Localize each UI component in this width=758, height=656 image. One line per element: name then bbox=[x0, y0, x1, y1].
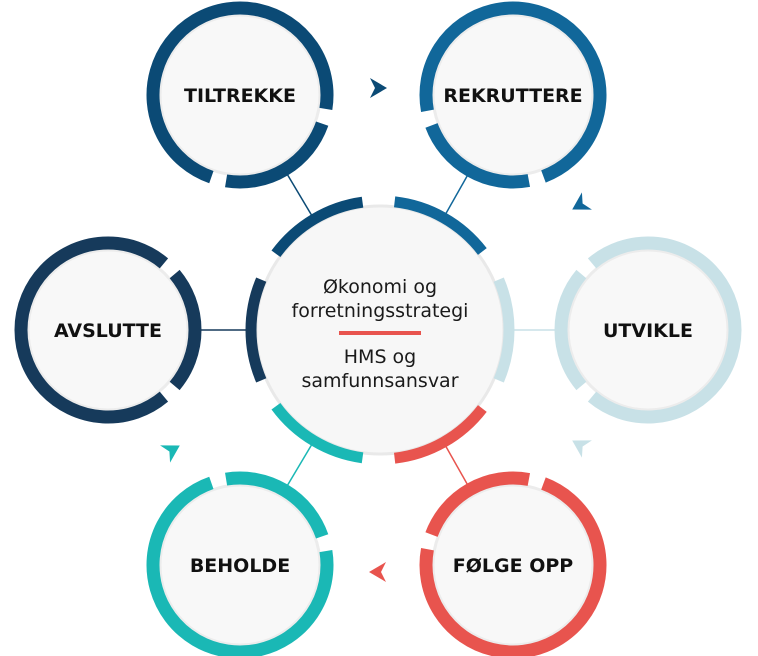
stage-tiltrekke[interactable]: TILTREKKE bbox=[146, 1, 334, 189]
center-arc-rekruttere bbox=[393, 196, 487, 255]
center-divider bbox=[339, 331, 421, 335]
flow-arrow-icon bbox=[572, 440, 592, 458]
flow-arrow-icon bbox=[369, 562, 386, 582]
stage-label: BEHOLDE bbox=[190, 555, 290, 577]
flow-arrow-icon bbox=[572, 192, 592, 210]
stage-ring-segment bbox=[225, 471, 329, 539]
stage-ring bbox=[146, 1, 334, 184]
stage-label: TILTREKKE bbox=[184, 85, 296, 107]
stage-ring bbox=[146, 476, 334, 656]
flow-arrow-icon bbox=[370, 78, 387, 98]
stage-ring-segment bbox=[554, 269, 587, 391]
flow-arrow-icon bbox=[160, 445, 180, 463]
stage-ring-segment bbox=[169, 269, 202, 391]
center-circle: Økonomi og forretningsstrategi HMS og sa… bbox=[245, 196, 515, 464]
center-line-2: forretningsstrategi bbox=[292, 300, 469, 322]
center-arc-folge-opp bbox=[393, 405, 487, 464]
stage-disc bbox=[26, 248, 190, 412]
center-arc-beholde bbox=[271, 402, 364, 464]
center-arc-utvikle bbox=[493, 277, 515, 383]
stage-disc bbox=[431, 13, 595, 177]
center-line-3: HMS og bbox=[344, 346, 416, 368]
center-arc-tiltrekke bbox=[271, 196, 364, 258]
stage-utvikle[interactable]: UTVIKLE bbox=[554, 236, 742, 424]
stage-disc bbox=[566, 248, 730, 412]
stage-rekruttere[interactable]: REKRUTTERE bbox=[419, 1, 607, 189]
stage-ring bbox=[419, 1, 607, 183]
stage-ring bbox=[14, 236, 169, 424]
stage-ring-segment bbox=[225, 121, 329, 189]
stage-ring bbox=[587, 236, 742, 424]
stage-beholde[interactable]: BEHOLDE bbox=[146, 471, 334, 656]
stage-label: REKRUTTERE bbox=[443, 85, 582, 107]
stage-avslutte[interactable]: AVSLUTTE bbox=[14, 236, 202, 424]
center-disc bbox=[254, 204, 506, 456]
stage-ring bbox=[419, 477, 607, 656]
stage-folge-opp[interactable]: FØLGE OPP bbox=[419, 471, 607, 656]
stage-label: AVSLUTTE bbox=[54, 320, 162, 342]
stage-disc bbox=[158, 483, 322, 647]
center-arc-avslutte bbox=[245, 277, 267, 383]
stage-disc bbox=[158, 13, 322, 177]
stage-ring-segment bbox=[425, 471, 531, 537]
center-line-1: Økonomi og bbox=[323, 276, 437, 298]
center-line-4: samfunnsansvar bbox=[301, 370, 458, 392]
stage-label: FØLGE OPP bbox=[453, 555, 574, 577]
stage-disc bbox=[431, 483, 595, 647]
stage-ring-segment bbox=[425, 123, 531, 189]
stage-label: UTVIKLE bbox=[603, 320, 693, 342]
